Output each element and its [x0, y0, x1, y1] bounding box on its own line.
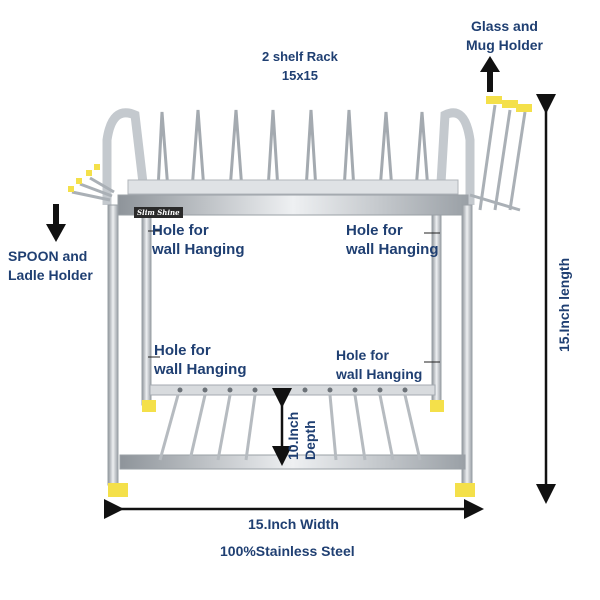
spoon-holder-caps: [68, 164, 100, 192]
up-arrow-icon: [480, 56, 500, 92]
spoon-holder-hooks: [71, 176, 115, 202]
brand-badge: Slim Shine: [134, 207, 183, 218]
hole-label-line2: wall Hanging: [346, 241, 439, 258]
glass-holder-caps: [486, 96, 532, 112]
product-size: 15x15: [281, 68, 319, 83]
hole-label-line1: Hole for: [152, 222, 209, 239]
hole-label-line1: Hole for: [346, 222, 403, 239]
dimension-arrows: [104, 94, 556, 519]
depth-label-line1: 10.Inch: [285, 411, 301, 460]
depth-label: 10.Inch Depth: [285, 412, 319, 460]
down-arrow-icon: [46, 204, 66, 242]
spoon-holder-label-line1: SPOON and: [8, 248, 88, 264]
hole-label-lower-right: Hole for wall Hanging: [336, 346, 422, 384]
spoon-holder-label: SPOON and Ladle Holder: [8, 247, 93, 285]
hole-label-line1: Hole for: [336, 347, 389, 363]
hole-label-line2: wall Hanging: [336, 366, 423, 382]
glass-holder-label-line1: Glass and: [471, 18, 538, 34]
length-label: 15.Inch length: [556, 257, 572, 352]
hole-label-line2: wall Hanging: [154, 361, 247, 378]
hole-label-line2: wall Hanging: [152, 241, 245, 258]
spoon-holder-label-line2: Ladle Holder: [8, 267, 93, 283]
hole-pointers: [148, 230, 440, 363]
lower-shelf: [119, 384, 466, 470]
material-label: 100%Stainless Steel: [220, 543, 355, 559]
glass-holder: [469, 104, 527, 212]
hole-label-line1: Hole for: [154, 342, 211, 359]
width-label: 15.Inch Width: [248, 516, 339, 532]
depth-label-line2: Depth: [302, 420, 318, 460]
glass-holder-label: Glass and Mug Holder: [466, 17, 543, 55]
side-handles: [102, 108, 475, 205]
product-name: 2 shelf Rack: [262, 49, 338, 64]
hole-label-lower-left: Hole for wall Hanging: [154, 341, 247, 379]
product-title: 2 shelf Rack 15x15: [262, 47, 338, 85]
upper-shelf-tray: [127, 179, 459, 195]
hole-label-upper-left: Hole for wall Hanging: [152, 221, 245, 259]
hole-label-upper-right: Hole for wall Hanging: [346, 221, 439, 259]
plate-dividers: [156, 109, 430, 191]
feet-caps: [108, 400, 475, 497]
glass-holder-label-line2: Mug Holder: [466, 37, 543, 53]
